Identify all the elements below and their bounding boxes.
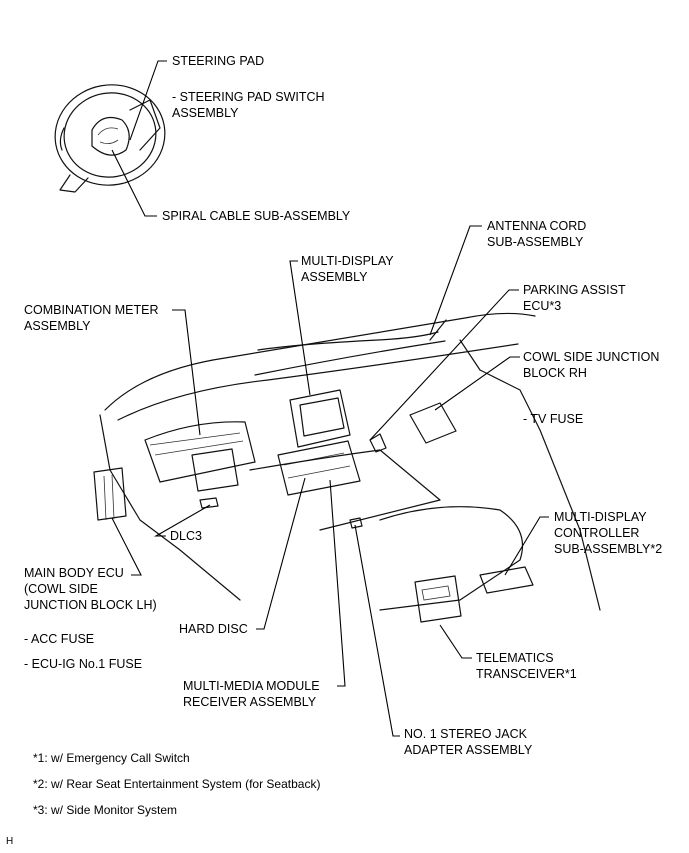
footnote-2: *2: w/ Rear Seat Entertainment System (f… [33,777,321,791]
footnote-3: *3: w/ Side Monitor System [33,803,178,817]
label-spiral-cable: SPIRAL CABLE SUB-ASSEMBLY [162,209,351,223]
label-telematics: TELEMATICS TRANSCEIVER*1 [476,651,577,681]
label-ecu-ig-fuse: - ECU-IG No.1 FUSE [24,657,143,671]
label-stereo-jack: NO. 1 STEREO JACK ADAPTER ASSEMBLY [404,727,533,757]
label-hard-disc: HARD DISC [179,622,248,636]
label-antenna-cord: ANTENNA CORD SUB-ASSEMBLY [487,219,587,249]
label-dlc3: DLC3 [170,529,202,543]
dashboard-drawing [93,312,601,623]
label-tv-fuse: - TV FUSE [523,412,584,426]
footnote-1: *1: w/ Emergency Call Switch [33,751,190,765]
corner-mark: H [6,836,14,847]
label-multi-media: MULTI-MEDIA MODULE RECEIVER ASSEMBLY [183,679,320,709]
steering-wheel-drawing [54,84,166,193]
label-steering-pad: STEERING PAD [172,54,265,68]
label-main-body-ecu: MAIN BODY ECU (COWL SIDE JUNCTION BLOCK … [24,566,157,612]
label-cowl-side-rh: COWL SIDE JUNCTION BLOCK RH [523,350,660,380]
label-parking-assist: PARKING ASSIST ECU*3 [523,283,626,313]
label-steering-pad-switch: - STEERING PAD SWITCH ASSEMBLY [172,90,325,120]
label-combination-meter: COMBINATION METER ASSEMBLY [24,303,159,333]
label-acc-fuse: - ACC FUSE [24,632,95,646]
label-multi-display-controller: MULTI-DISPLAY CONTROLLER SUB-ASSEMBLY*2 [554,510,663,556]
label-multi-display: MULTI-DISPLAY ASSEMBLY [301,254,394,284]
leader-lines [111,60,549,737]
